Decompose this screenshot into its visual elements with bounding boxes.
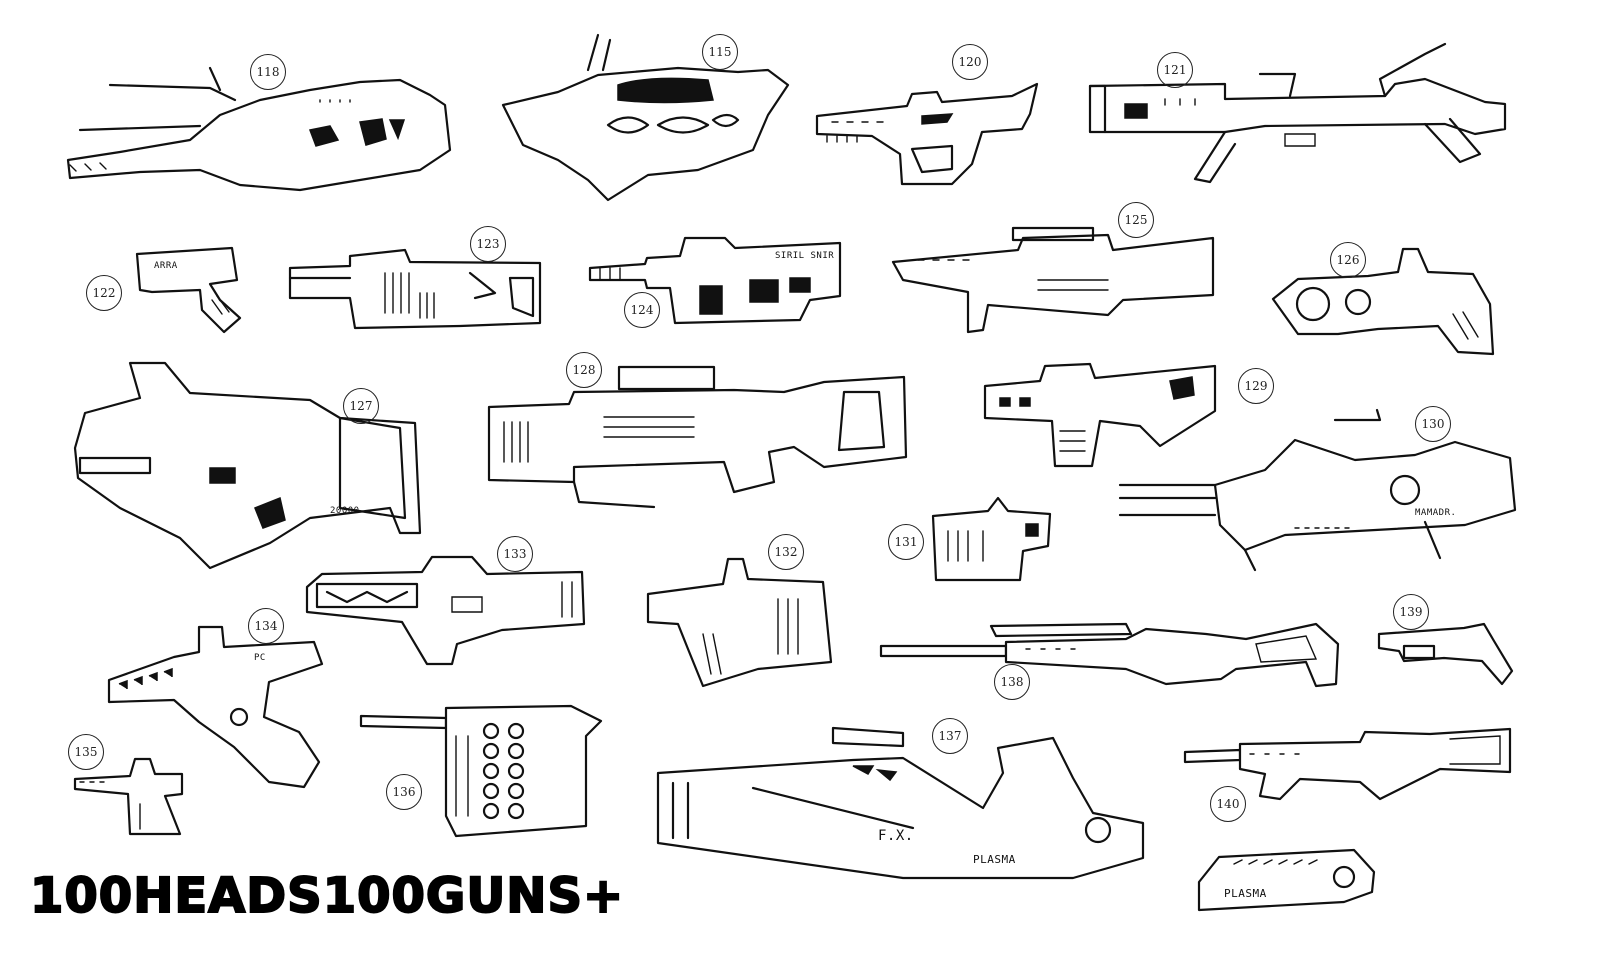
weapon-number-138: 138 xyxy=(994,664,1030,700)
plasma-cell-drawing: PLASMA xyxy=(1197,848,1376,912)
weapon-number-134: 134 xyxy=(248,608,284,644)
weapon-number-133: 133 xyxy=(497,536,533,572)
weapon-number-128: 128 xyxy=(566,352,602,388)
weapon-drawing-130: MAMADR. xyxy=(1118,408,1517,572)
weapon-drawing-132 xyxy=(646,557,833,688)
weapon-drawing-135 xyxy=(73,757,184,836)
weapon-drawing-126 xyxy=(1271,247,1495,356)
weapon-sketch-134: PC xyxy=(104,622,329,790)
weapon-sketch-127: 20000 xyxy=(70,358,430,576)
weapon-drawing-123 xyxy=(288,248,542,330)
weapon-number-135: 135 xyxy=(68,734,104,770)
weapon-drawing-139 xyxy=(1377,622,1514,686)
weapon-drawing-133 xyxy=(305,555,586,666)
weapon-drawing-127: 20000 xyxy=(73,361,422,570)
weapon-number-127: 127 xyxy=(343,388,379,424)
weapon-sketch-121 xyxy=(1085,42,1510,184)
weapon-drawing-136 xyxy=(359,704,603,838)
sheet-title: 100HEADS100GUNS+ xyxy=(29,867,625,925)
weapon-sketch-136 xyxy=(356,696,608,841)
weapon-drawing-120 xyxy=(815,82,1039,186)
weapon-sketch-138 xyxy=(876,614,1346,694)
weapon-sketch-126 xyxy=(1268,244,1500,358)
weapon-drawing-122: ARRA xyxy=(135,246,242,334)
weapon-sketch-125 xyxy=(888,220,1223,338)
weapon-number-115: 115 xyxy=(702,34,738,70)
weapon-sketch-118 xyxy=(60,60,460,200)
weapon-inscription-134: PC xyxy=(254,653,266,663)
weapon-drawing-138 xyxy=(879,622,1340,688)
weapon-drawing-128 xyxy=(487,365,908,509)
weapon-number-137: 137 xyxy=(932,718,968,754)
weapon-number-122: 122 xyxy=(86,275,122,311)
weapon-number-126: 126 xyxy=(1330,242,1366,278)
weapon-number-131: 131 xyxy=(888,524,924,560)
weapon-inscription-127: 20000 xyxy=(330,506,360,516)
weapon-sketch-128 xyxy=(484,362,912,522)
weapon-sketch-129 xyxy=(980,356,1220,468)
weapon-sketch-133 xyxy=(302,552,592,670)
weapon-sketch-135 xyxy=(70,754,188,840)
weapon-sketch-123 xyxy=(285,238,547,330)
weapon-drawing-125 xyxy=(891,226,1215,334)
weapon-number-123: 123 xyxy=(470,226,506,262)
weapon-drawing-137: F.X. PLASMA xyxy=(656,726,1145,880)
weapon-drawing-129 xyxy=(983,362,1217,468)
weapon-number-120: 120 xyxy=(952,44,988,80)
plasma-cell-sketch: PLASMA xyxy=(1194,842,1379,912)
weapon-number-121: 121 xyxy=(1157,52,1193,88)
weapon-sketch-115 xyxy=(498,30,798,210)
weapon-sketch-120 xyxy=(812,74,1042,194)
weapon-inscription-124: SIRIL SNIR xyxy=(775,251,834,261)
weapon-number-130: 130 xyxy=(1415,406,1451,442)
weapon-sketch-132 xyxy=(643,554,833,692)
weapon-number-136: 136 xyxy=(386,774,422,810)
weapon-number-140: 140 xyxy=(1210,786,1246,822)
weapon-sketch-137: F.X. PLASMA xyxy=(653,726,1148,888)
weapon-sketch-130: MAMADR. xyxy=(1115,408,1520,572)
weapon-sketch-131 xyxy=(928,496,1056,584)
weapon-number-118: 118 xyxy=(250,54,286,90)
weapon-sketch-139 xyxy=(1374,616,1519,688)
weapon-drawing-140 xyxy=(1183,727,1512,801)
weapon-sketch-124: SIRIL SNIR xyxy=(585,228,847,328)
weapon-inscription2-137: PLASMA xyxy=(973,853,1016,866)
weapon-number-129: 129 xyxy=(1238,368,1274,404)
weapon-drawing-134: PC xyxy=(107,625,324,789)
plasma-cell-inscription: PLASMA xyxy=(1224,887,1267,900)
weapon-inscription-130: MAMADR. xyxy=(1415,508,1456,518)
weapon-drawing-118 xyxy=(66,66,452,192)
weapon-drawing-115 xyxy=(501,33,790,202)
weapon-number-139: 139 xyxy=(1393,594,1429,630)
weapon-number-132: 132 xyxy=(768,534,804,570)
weapon-number-125: 125 xyxy=(1118,202,1154,238)
weapon-inscription-137: F.X. xyxy=(878,828,914,844)
weapon-sketch-140 xyxy=(1180,724,1515,810)
weapon-number-124: 124 xyxy=(624,292,660,328)
weapon-drawing-121 xyxy=(1088,42,1507,184)
weapon-drawing-131 xyxy=(931,496,1052,582)
weapon-inscription-122: ARRA xyxy=(154,261,178,271)
weapon-drawing-124: SIRIL SNIR xyxy=(588,236,842,325)
weapon-sketch-122: ARRA xyxy=(132,240,247,335)
